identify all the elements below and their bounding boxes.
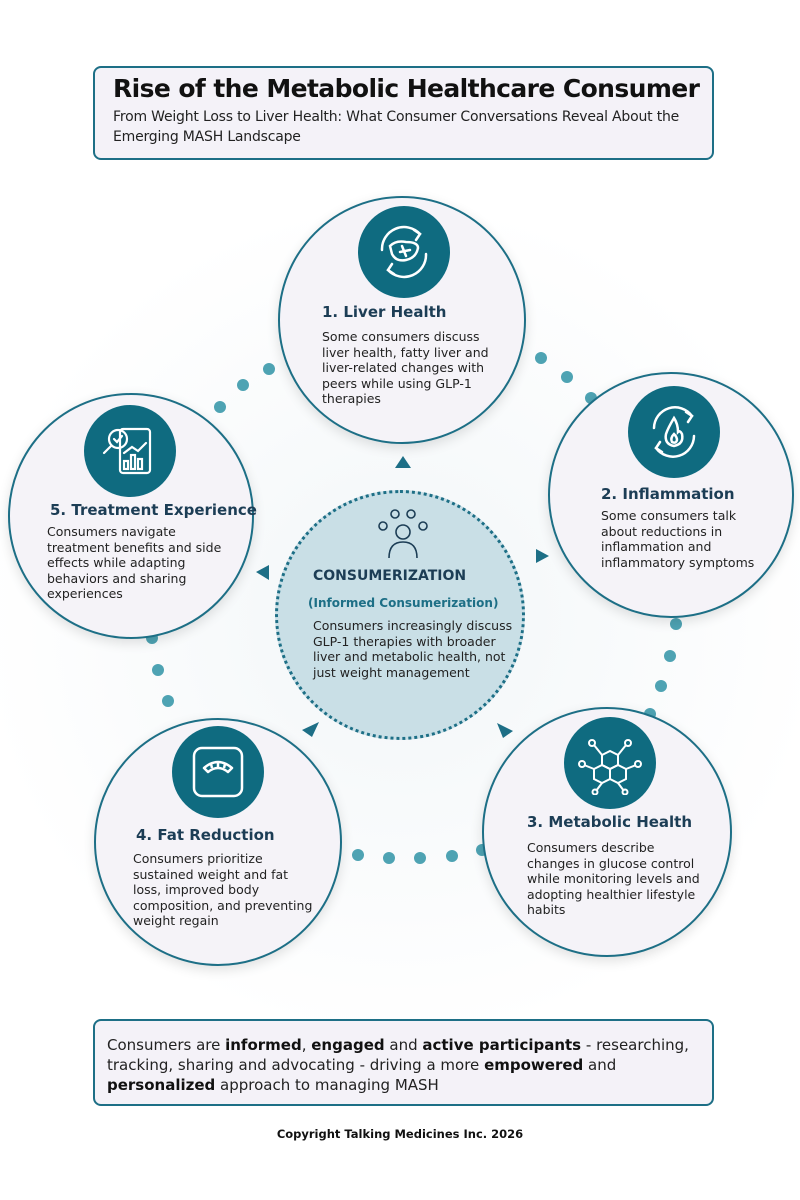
flame-cycle-icon — [628, 386, 720, 478]
arrow-heads — [256, 456, 549, 738]
molecule-icon — [564, 717, 656, 809]
page-subtitle: From Weight Loss to Liver Health: What C… — [113, 109, 680, 145]
connector-dots — [146, 352, 682, 864]
node-desc: Consumers navigate treatment benefits an… — [47, 524, 222, 601]
center-desc: Consumers increasingly discuss GLP-1 the… — [313, 618, 513, 680]
arrow-right-icon — [536, 549, 549, 563]
header-box: Rise of the Metabolic Healthcare Consume… — [93, 66, 714, 160]
arrow-left-icon — [256, 565, 269, 580]
arrow-up-icon — [395, 456, 411, 468]
node-metabolic-health: 3. Metabolic Health Consumers describe c… — [482, 707, 732, 957]
scale-icon — [172, 726, 264, 818]
node-fat-reduction: 4. Fat Reduction Consumers prioritize su… — [94, 718, 342, 966]
node-title: 3. Metabolic Health — [527, 813, 693, 831]
summary-text: Consumers are — [107, 1036, 226, 1054]
summary-box: Consumers are informed, engaged and acti… — [93, 1019, 714, 1106]
node-desc: Consumers prioritize sustained weight an… — [133, 851, 313, 928]
center-title: CONSUMERIZATION — [313, 568, 467, 584]
arrow-down-left-icon — [302, 722, 319, 737]
chart-clipboard-icon — [84, 405, 176, 497]
liver-cycle-icon — [358, 206, 450, 298]
summary-text: approach to managing MASH — [215, 1076, 439, 1094]
consumer-person-icon — [378, 509, 428, 559]
summary-emphasis: empowered — [484, 1056, 584, 1074]
summary-emphasis: personalized — [107, 1076, 216, 1094]
node-desc: Some consumers discuss liver health, fat… — [322, 329, 489, 406]
summary-text: - researching, tracking, sharing and adv… — [107, 1036, 689, 1074]
node-title: 2. Inflammation — [601, 485, 735, 503]
node-desc: Consumers describe changes in glucose co… — [527, 840, 700, 917]
node-title: 5. Treatment Experience — [50, 501, 257, 519]
node-treatment-experience: 5. Treatment Experience Consumers naviga… — [8, 393, 257, 639]
node-inflammation: 2. Inflammation Some consumers talk abou… — [548, 372, 794, 618]
page-title: Rise of the Metabolic Healthcare Consume… — [113, 74, 700, 103]
node-liver-health: 1. Liver Health Some consumers discuss l… — [278, 196, 526, 444]
center-consumerization: CONSUMERIZATION (Informed Consumerizatio… — [275, 490, 525, 740]
summary-text: and — [583, 1056, 617, 1074]
summary-emphasis: active participants — [422, 1036, 582, 1054]
center-subtitle: (Informed Consumerization) — [308, 596, 499, 610]
summary-emphasis: engaged — [311, 1036, 385, 1054]
node-title: 1. Liver Health — [322, 303, 447, 321]
node-title: 4. Fat Reduction — [136, 826, 275, 844]
copyright: Copyright Talking Medicines Inc. 2026 — [276, 1127, 524, 1141]
summary-emphasis: informed — [225, 1036, 302, 1054]
summary-text: , — [301, 1036, 312, 1054]
arrow-down-right-icon — [497, 723, 513, 738]
node-desc: Some consumers talk about reductions in … — [601, 508, 755, 570]
summary-text: and — [384, 1036, 423, 1054]
